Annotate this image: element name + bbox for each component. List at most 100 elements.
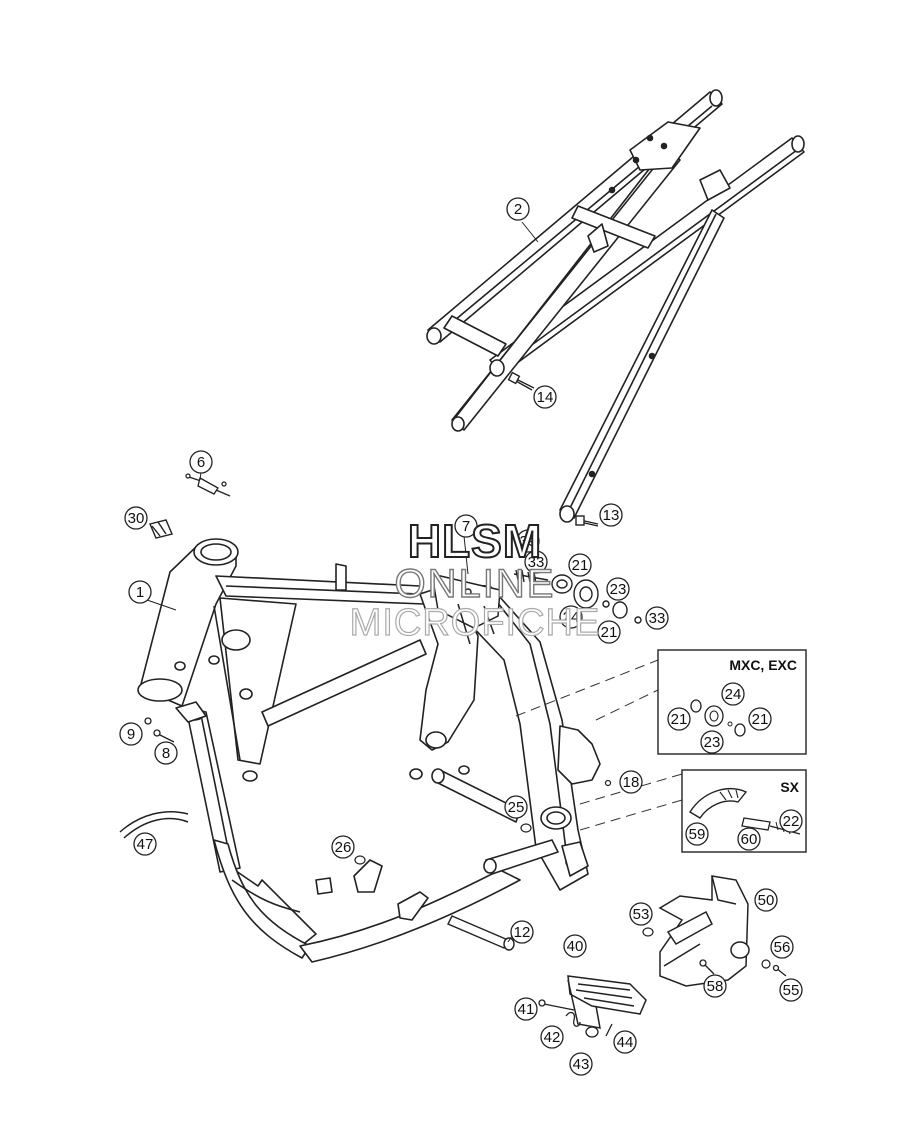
svg-text:41: 41: [518, 1001, 535, 1018]
bolt-12-icon: [447, 915, 515, 951]
callout-6: 6: [189, 450, 213, 474]
callout-2: 2: [506, 197, 530, 221]
svg-text:23: 23: [610, 581, 627, 598]
svg-text:1: 1: [136, 584, 144, 601]
callout-24a: 24: [559, 605, 583, 629]
callout-26: 26: [331, 835, 355, 859]
svg-text:21: 21: [601, 624, 618, 641]
damper-parts: [513, 569, 642, 624]
svg-text:24: 24: [725, 686, 742, 703]
callout-18: 18: [619, 770, 643, 794]
callout-21c: 21: [667, 707, 691, 731]
svg-text:21: 21: [752, 711, 769, 728]
callout-21a: 21: [568, 553, 592, 577]
fitting-30-icon: [149, 519, 173, 539]
svg-text:33: 33: [528, 554, 545, 571]
callout-58: 58: [703, 974, 727, 998]
svg-text:39: 39: [520, 533, 537, 550]
vent-6-icon: [185, 473, 231, 497]
callout-40: 40: [563, 934, 587, 958]
nut-9-icon: [144, 717, 152, 725]
washer-56-icon: [761, 959, 771, 969]
callout-30: 30: [124, 506, 148, 530]
nut-53-icon: [642, 927, 654, 937]
callout-41: 41: [514, 997, 538, 1021]
callout-33a: 33: [524, 550, 548, 574]
callout-14: 14: [533, 385, 557, 409]
callout-25: 25: [504, 795, 528, 819]
callout-1: 1: [128, 580, 152, 604]
callout-7: 7: [454, 514, 478, 538]
svg-text:2: 2: [514, 201, 522, 218]
svg-text:44: 44: [617, 1034, 634, 1051]
callout-13: 13: [599, 503, 623, 527]
svg-text:50: 50: [758, 892, 775, 909]
svg-text:14: 14: [537, 389, 554, 406]
svg-text:13: 13: [603, 507, 620, 524]
svg-text:56: 56: [774, 939, 791, 956]
callout-47: 47: [133, 832, 157, 856]
callouts: 1 2 6 7 8 9 12 13 14 18 21 21 21 21 22 2…: [119, 197, 803, 1076]
callout-12: 12: [510, 920, 534, 944]
svg-text:59: 59: [689, 826, 706, 843]
callout-24b: 24: [721, 682, 745, 706]
pin-41-icon: [538, 999, 575, 1011]
svg-text:21: 21: [572, 557, 589, 574]
callout-56: 56: [770, 935, 794, 959]
svg-text:7: 7: [462, 518, 470, 535]
bolt-8-icon: [153, 729, 175, 743]
callout-39: 39: [516, 529, 540, 553]
callout-50: 50: [754, 888, 778, 912]
bolt-13-icon: [575, 515, 599, 527]
svg-text:18: 18: [623, 774, 640, 791]
callout-9: 9: [119, 722, 143, 746]
svg-text:42: 42: [544, 1029, 561, 1046]
svg-text:22: 22: [783, 813, 800, 830]
svg-text:25: 25: [508, 799, 525, 816]
svg-text:58: 58: [707, 978, 724, 995]
callout-23b: 23: [700, 730, 724, 754]
nut-25-icon: [520, 823, 532, 833]
callout-21b: 21: [597, 620, 621, 644]
svg-text:30: 30: [128, 510, 145, 527]
callout-42: 42: [540, 1025, 564, 1049]
svg-text:12: 12: [514, 924, 531, 941]
callout-23a: 23: [606, 577, 630, 601]
svg-text:60: 60: [741, 831, 758, 848]
subframe: [426, 89, 805, 523]
svg-text:47: 47: [137, 836, 154, 853]
hose-47-icon: [119, 811, 189, 839]
svg-text:8: 8: [162, 745, 170, 762]
callout-60: 60: [737, 827, 761, 851]
spring-42-icon: [565, 1011, 581, 1027]
nut-26-icon: [354, 855, 366, 865]
callout-22: 22: [779, 809, 803, 833]
svg-text:33: 33: [649, 610, 666, 627]
callout-21d: 21: [748, 707, 772, 731]
bracket-7: [431, 573, 501, 645]
svg-text:21: 21: [671, 711, 688, 728]
callout-44: 44: [613, 1030, 637, 1054]
callout-43: 43: [569, 1052, 593, 1076]
washer-18-icon: [604, 779, 612, 787]
sx-title: SX: [780, 779, 799, 795]
svg-text:43: 43: [573, 1056, 590, 1073]
bolt-58-icon: [699, 959, 715, 975]
callout-53: 53: [629, 902, 653, 926]
callout-55: 55: [779, 978, 803, 1002]
footrest-40: [567, 975, 647, 1029]
svg-text:6: 6: [197, 454, 205, 471]
svg-text:40: 40: [567, 938, 584, 955]
svg-text:26: 26: [335, 839, 352, 856]
heel-guard-50: [658, 875, 750, 987]
pin-44-icon: [605, 1023, 613, 1037]
svg-text:24: 24: [563, 609, 580, 626]
mxc-exc-title: MXC, EXC: [729, 657, 797, 673]
svg-text:23: 23: [704, 734, 721, 751]
washer-43-icon: [585, 1026, 599, 1038]
svg-text:55: 55: [783, 982, 800, 999]
callout-59: 59: [685, 822, 709, 846]
main-frame: [137, 538, 601, 963]
callout-33b: 33: [645, 606, 669, 630]
